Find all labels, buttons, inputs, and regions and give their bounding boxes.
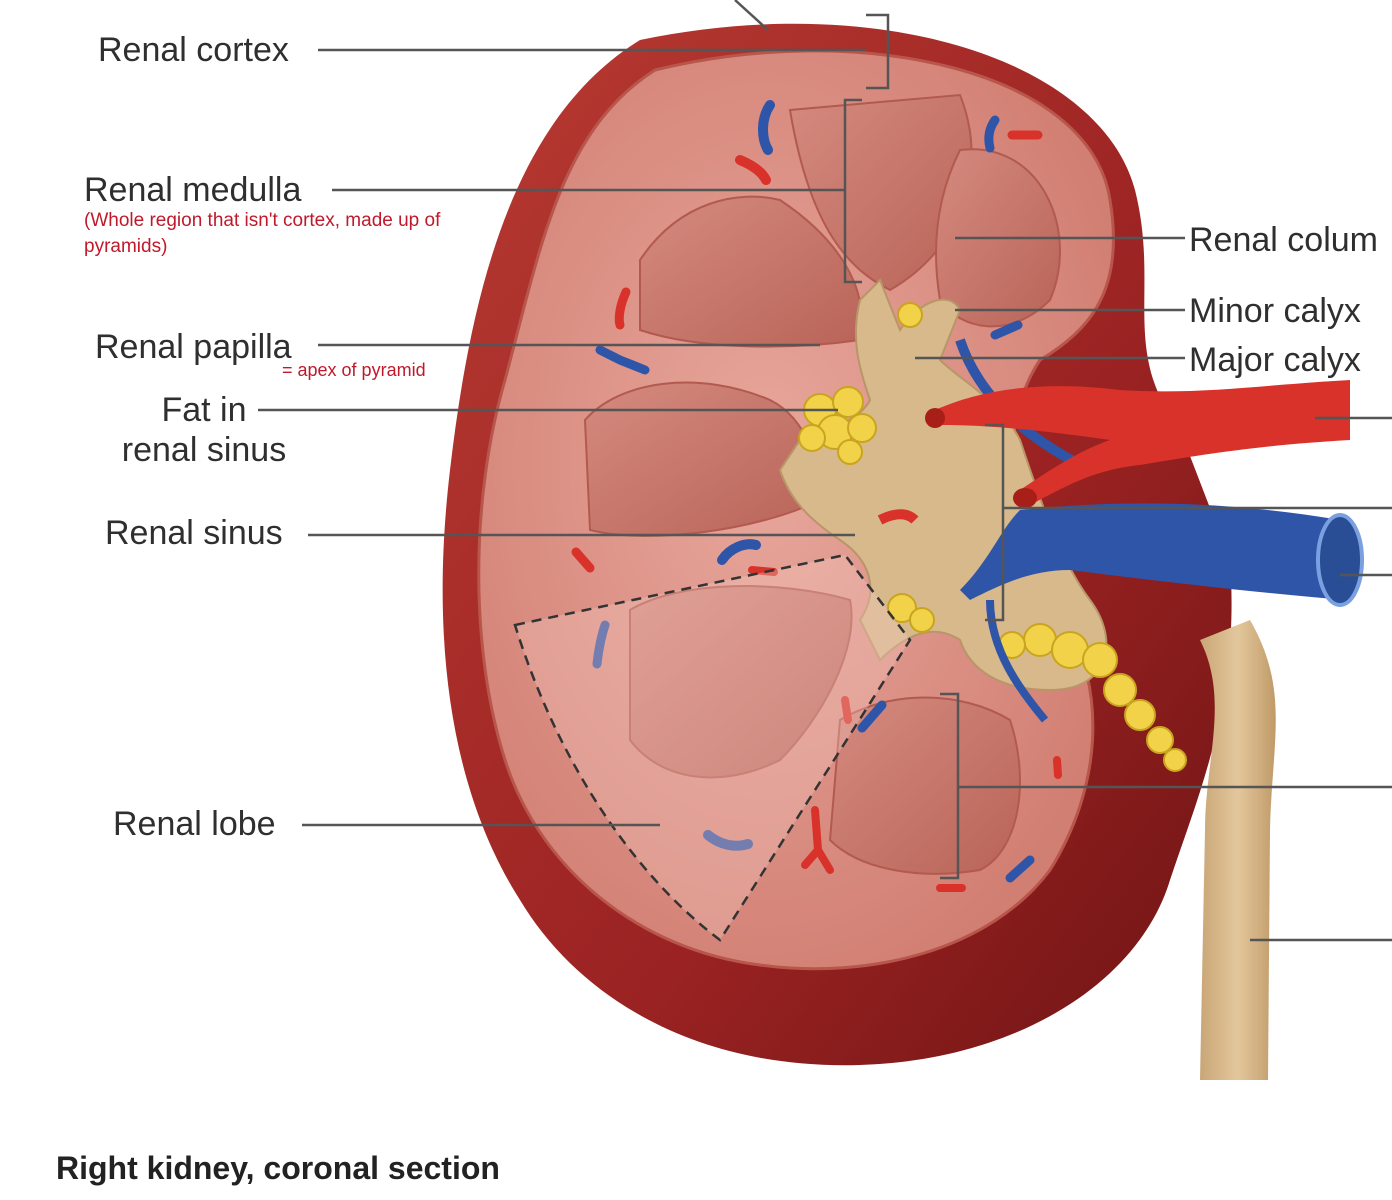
label-fat-line-2: renal sinus — [121, 431, 287, 469]
label-renal-sinus: Renal sinus — [105, 514, 283, 552]
cortex-bracket — [866, 13, 890, 90]
label-renal-column: Renal colum — [1189, 221, 1378, 259]
interlobar-vessels — [571, 100, 1062, 892]
renal-artery — [877, 380, 1350, 525]
label-minor-calyx: Minor calyx — [1189, 292, 1361, 330]
renal-pyramids — [583, 93, 1061, 875]
leader-top — [734, 0, 769, 31]
sinus-fat — [798, 302, 1187, 772]
pyramid-lower-left — [629, 585, 853, 779]
label-major-calyx: Major calyx — [1189, 341, 1361, 379]
label-fat-line-1: Fat in — [161, 391, 247, 429]
note-renal-medulla-2: pyramids) — [84, 236, 168, 257]
hilum-bracket — [985, 423, 1005, 622]
note-renal-papilla: = apex of pyramid — [282, 360, 426, 380]
pyramid-bottom — [828, 696, 1021, 875]
ureter — [1200, 620, 1276, 1080]
figure-caption: Right kidney, coronal section — [56, 1150, 500, 1186]
label-renal-cortex: Renal cortex — [98, 31, 289, 69]
leader-lines — [258, 0, 1392, 942]
label-renal-papilla: Renal papilla — [95, 328, 292, 366]
label-renal-medulla: Renal medulla — [84, 171, 302, 209]
renal-lobe-outline — [513, 553, 912, 942]
label-renal-lobe: Renal lobe — [113, 805, 276, 843]
note-renal-medulla-1: (Whole region that isn't cortex, made up… — [84, 210, 441, 231]
